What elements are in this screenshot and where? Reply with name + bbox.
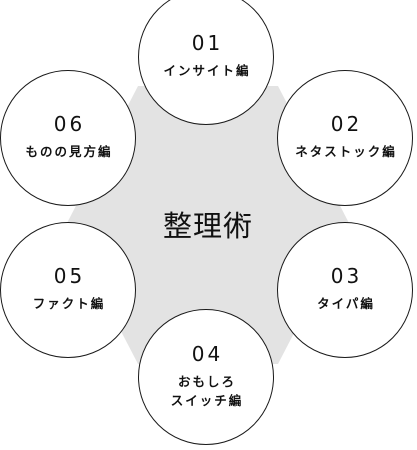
node-number: 04	[191, 342, 224, 367]
node-01: 01 インサイト編	[138, 0, 274, 125]
node-number: 06	[53, 112, 86, 137]
node-title: ネタストック編	[295, 144, 397, 160]
node-02: 02 ネタストック編	[277, 70, 413, 206]
node-title: タイパ編	[317, 296, 375, 312]
node-03: 03 タイパ編	[277, 222, 413, 358]
node-number: 01	[191, 31, 224, 56]
node-title: ファクト編	[32, 296, 106, 312]
node-title: インサイト編	[163, 63, 251, 79]
node-title: おもしろ スイッチ編	[170, 374, 244, 408]
node-06: 06 ものの見方編	[0, 70, 136, 206]
node-number: 02	[330, 112, 363, 137]
node-04: 04 おもしろ スイッチ編	[138, 309, 274, 445]
node-05: 05 ファクト編	[0, 222, 136, 358]
node-number: 03	[330, 264, 363, 289]
node-title: ものの見方編	[25, 144, 113, 160]
node-number: 05	[53, 264, 86, 289]
center-label: 整理術	[162, 209, 253, 243]
